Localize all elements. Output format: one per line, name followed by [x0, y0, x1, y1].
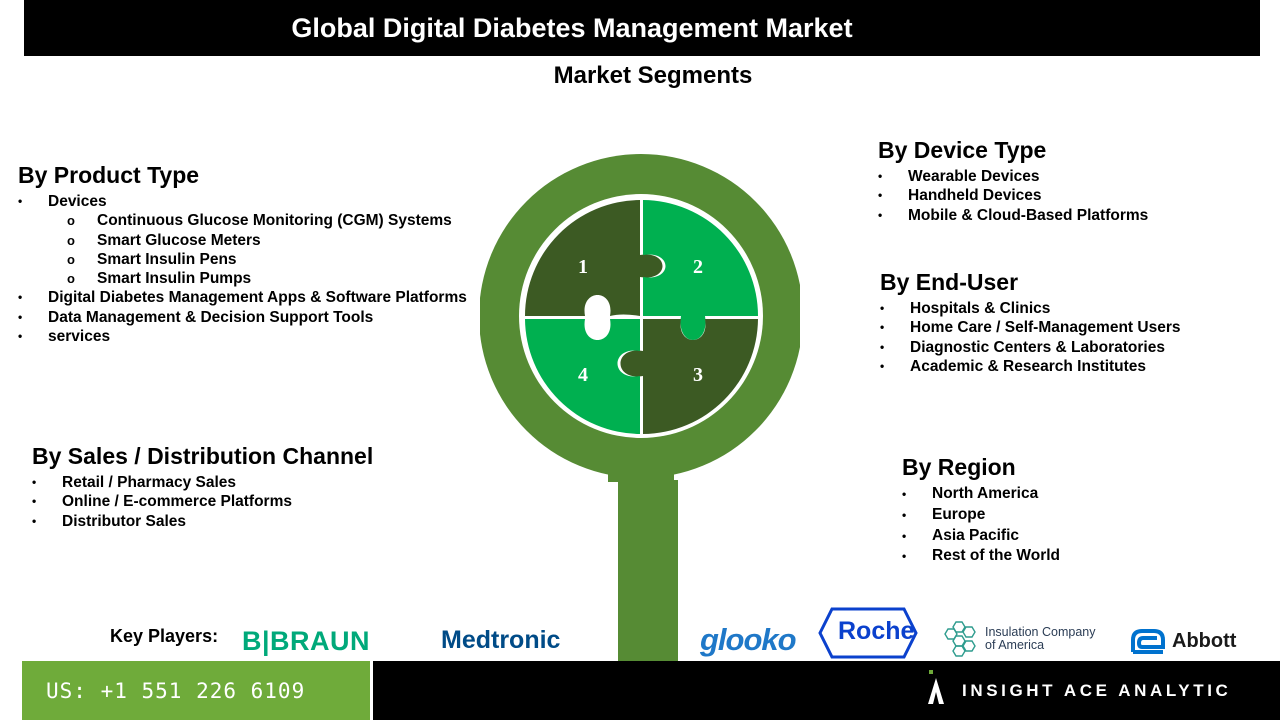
segment-list: Devices Continuous Glucose Monitoring (C…: [18, 192, 467, 347]
page-subtitle: Market Segments: [553, 62, 753, 89]
puzzle-piece-2: [643, 200, 758, 340]
list-subitem: Smart Insulin Pumps: [18, 269, 467, 289]
insulation-company-hex-icon: [944, 621, 976, 657]
segment-heading: By Device Type: [878, 137, 1047, 163]
list-item: Wearable Devices: [878, 167, 1148, 187]
puzzle-piece-1: [525, 200, 663, 316]
list-item: Retail / Pharmacy Sales: [32, 473, 373, 493]
list-item: Rest of the World: [902, 546, 1060, 567]
list-item: Home Care / Self-Management Users: [880, 318, 1180, 338]
segment-heading: By Product Type: [18, 162, 200, 188]
abbott-icon: [1131, 629, 1165, 654]
insulation-company-line2: of America: [985, 638, 1045, 652]
list-item: Academic & Research Institutes: [880, 357, 1180, 377]
insight-ace-logo-icon: [928, 670, 944, 704]
segment-heading: By Sales / Distribution Channel: [32, 443, 374, 469]
list-item: services: [18, 327, 467, 347]
list-item: Digital Diabetes Management Apps & Softw…: [18, 288, 467, 308]
magnifier-neck: [608, 464, 674, 482]
insulation-company-line1: Insulation Company: [985, 625, 1096, 639]
segment-product-type: By Product Type Devices Continuous Gluco…: [18, 162, 467, 347]
footer-contact: US: +1 551 226 6109: [22, 661, 370, 720]
puzzle-piece-4: [525, 319, 640, 434]
segment-list: North America Europe Asia Pacific Rest o…: [902, 484, 1060, 567]
title-bar: Global Digital Diabetes Management Marke…: [24, 0, 1260, 56]
list-item: Diagnostic Centers & Laboratories: [880, 338, 1180, 358]
abbott-logo: Abbott: [1172, 630, 1237, 652]
puzzle-number-1: 1: [578, 256, 588, 278]
segment-heading: By Region: [902, 454, 1016, 480]
bbraun-logo: B|BRAUN: [242, 626, 371, 656]
list-item: Online / E-commerce Platforms: [32, 492, 373, 512]
roche-logo: Roche: [838, 617, 915, 645]
segment-heading: By End-User: [880, 269, 1019, 295]
puzzle-number-4: 4: [578, 364, 588, 386]
list-item: Data Management & Decision Support Tools: [18, 308, 467, 328]
list-item: Europe: [902, 505, 1060, 526]
footer-brand-bar: [373, 661, 1280, 720]
list-item: Devices: [18, 192, 467, 212]
list-item: Distributor Sales: [32, 512, 373, 532]
magnifier-handle: [618, 480, 678, 662]
puzzle-number-2: 2: [693, 256, 703, 278]
medtronic-logo: Medtronic: [441, 626, 561, 654]
roche-logo-hexagon: [818, 607, 918, 659]
list-subitem: Smart Glucose Meters: [18, 231, 467, 251]
segment-sales-channel: By Sales / Distribution Channel Retail /…: [32, 443, 373, 531]
segment-region: By Region North America Europe Asia Paci…: [902, 454, 1060, 567]
phone-number: US: +1 551 226 6109: [46, 678, 306, 703]
segment-list: Wearable Devices Handheld Devices Mobile…: [878, 167, 1148, 225]
list-item: North America: [902, 484, 1060, 505]
magnifier-puzzle-graphic: 1 2 3 4: [480, 154, 800, 662]
page-title: Global Digital Diabetes Management Marke…: [291, 12, 853, 43]
key-players-label: Key Players:: [110, 626, 219, 646]
segment-end-user: By End-User Hospitals & Clinics Home Car…: [880, 269, 1180, 376]
segment-list: Retail / Pharmacy Sales Online / E-comme…: [32, 473, 373, 531]
brand-name: INSIGHT ACE ANALYTIC: [962, 681, 1232, 700]
list-item: Hospitals & Clinics: [880, 299, 1180, 319]
segment-device-type: By Device Type Wearable Devices Handheld…: [878, 137, 1148, 225]
list-item: Handheld Devices: [878, 186, 1148, 206]
insulation-company-logo: Insulation Company of America: [985, 626, 1095, 652]
list-subitem: Smart Insulin Pens: [18, 250, 467, 270]
list-subitem: Continuous Glucose Monitoring (CGM) Syst…: [18, 211, 467, 231]
puzzle-piece-3: [620, 319, 758, 434]
list-item: Mobile & Cloud-Based Platforms: [878, 206, 1148, 226]
segment-list: Hospitals & Clinics Home Care / Self-Man…: [880, 299, 1180, 376]
glooko-logo: glooko: [700, 622, 797, 662]
list-item: Asia Pacific: [902, 526, 1060, 547]
puzzle: 1 2 3 4: [525, 200, 758, 434]
puzzle-number-3: 3: [693, 364, 703, 386]
